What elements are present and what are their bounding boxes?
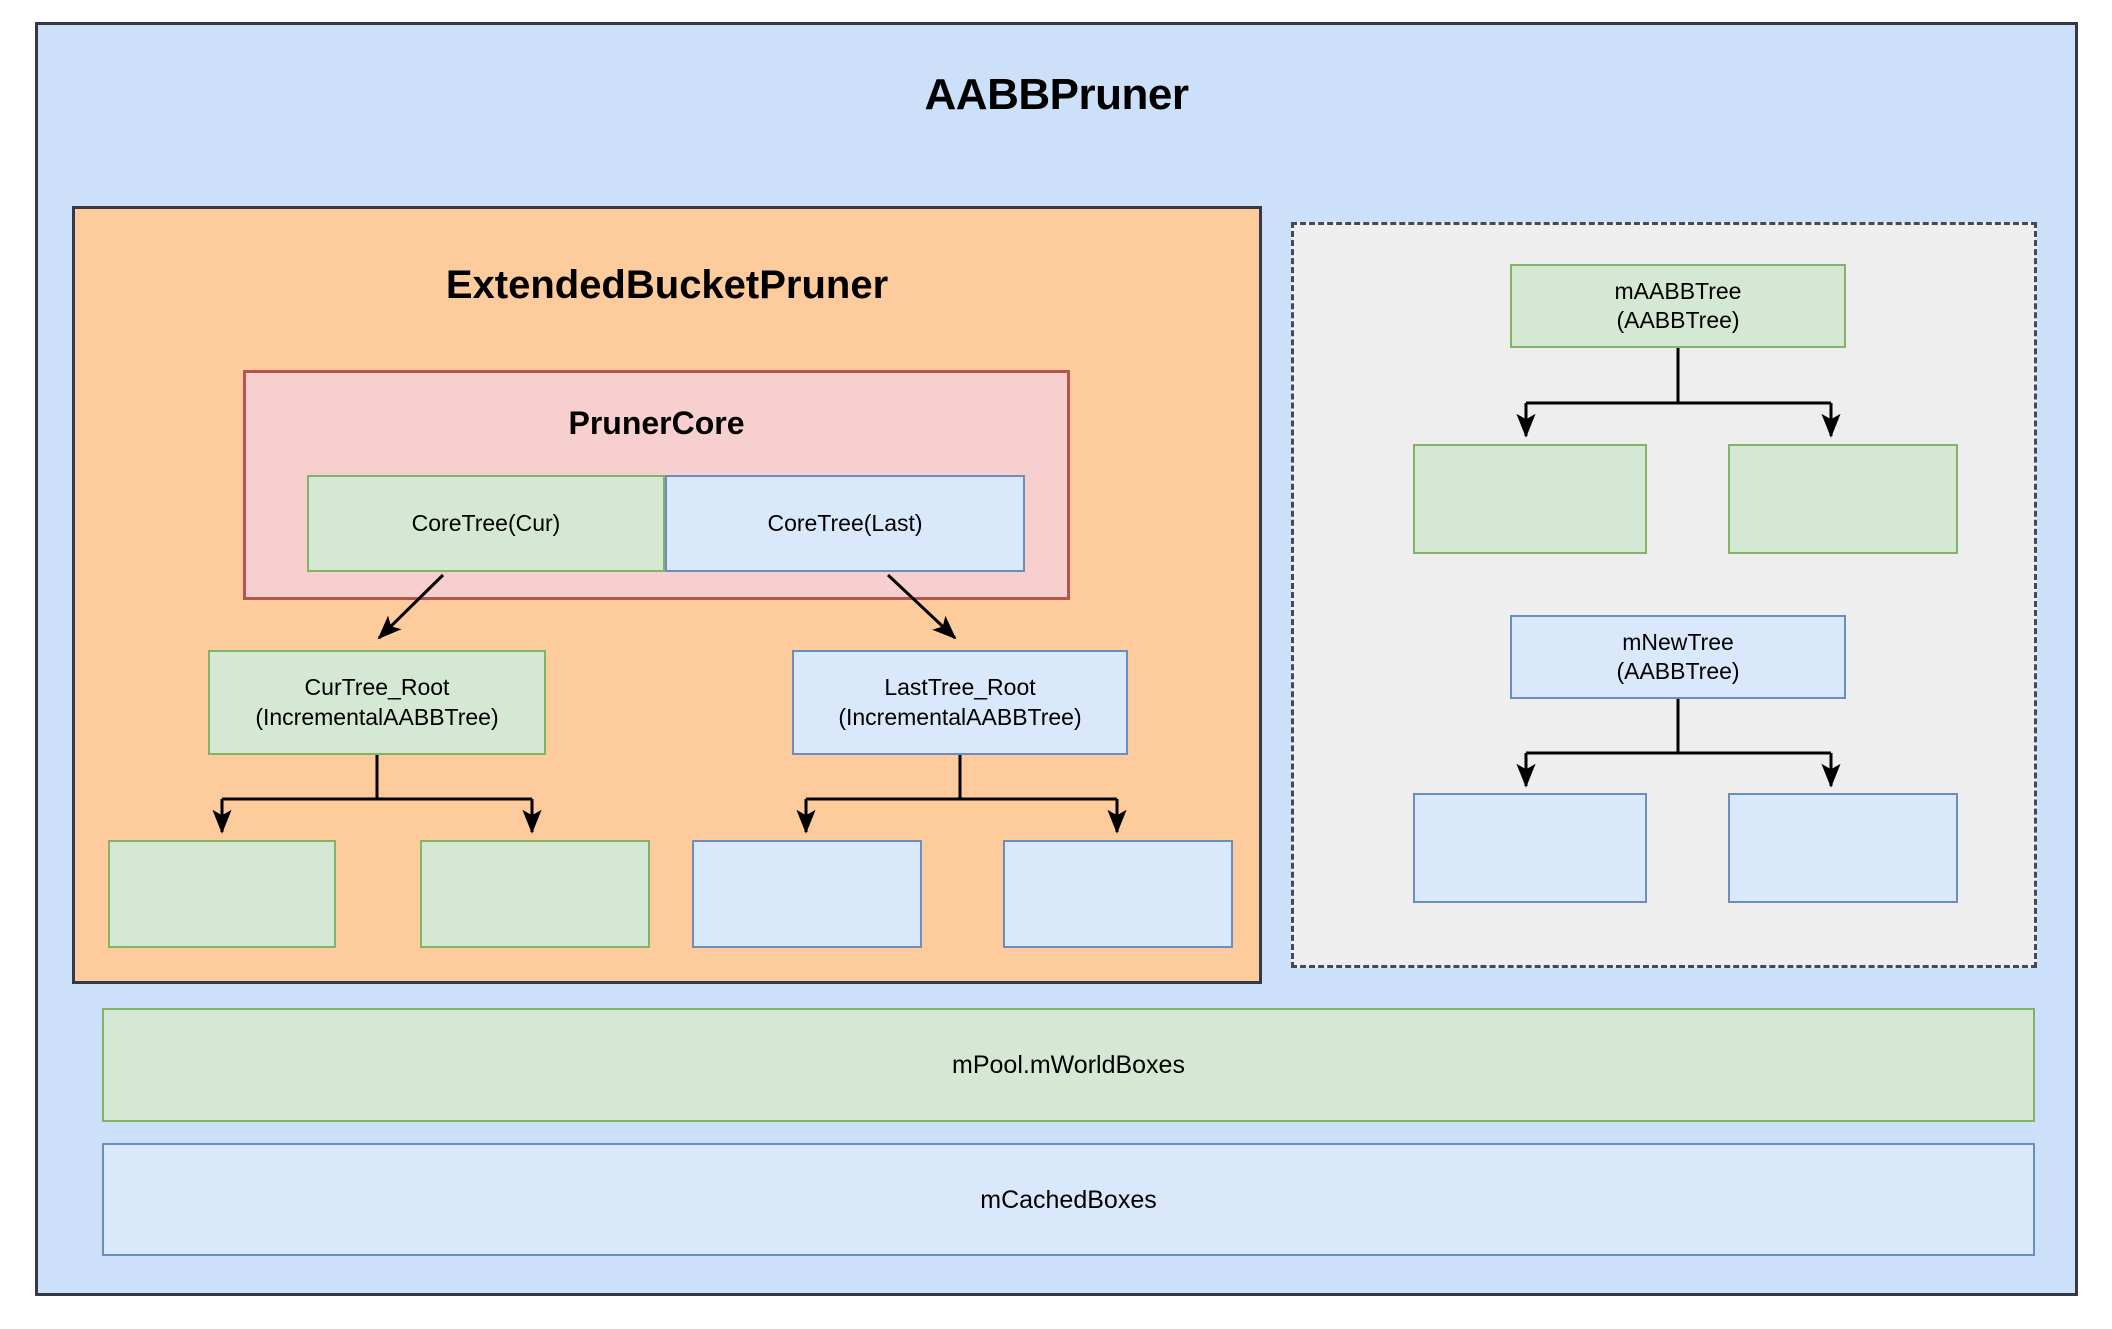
mcachedboxes-bar[interactable]: mCachedBoxes	[102, 1143, 2035, 1256]
maabbtree-type: (AABBTree)	[1616, 307, 1740, 333]
extendedbucketpruner-title: ExtendedBucketPruner	[445, 263, 889, 307]
mnewtree-node[interactable]: mNewTree (AABBTree)	[1510, 615, 1846, 699]
maabbtree-label: mAABBTree (AABBTree)	[1615, 277, 1742, 336]
mnewtree-label: mNewTree (AABBTree)	[1616, 628, 1739, 687]
mnewtree-leaf-left[interactable]	[1413, 793, 1647, 903]
lasttree-leaf-left[interactable]	[692, 840, 922, 948]
curtree-leaf-left[interactable]	[108, 840, 336, 948]
curtree-root-type: (IncrementalAABBTree)	[255, 703, 499, 730]
maabbtree-name: mAABBTree	[1614, 277, 1742, 304]
curtree-leaf-right[interactable]	[420, 840, 650, 948]
prunercore-title: PrunerCore	[568, 405, 745, 441]
mpool-worldboxes-bar[interactable]: mPool.mWorldBoxes	[102, 1008, 2035, 1122]
mnewtree-type: (AABBTree)	[1616, 658, 1740, 684]
mnewtree-name: mNewTree	[1622, 628, 1734, 655]
coretree-cur-label: CoreTree(Cur)	[411, 509, 561, 536]
mnewtree-leaf-right[interactable]	[1728, 793, 1958, 903]
curtree-root-name: CurTree_Root	[304, 674, 450, 701]
mcachedboxes-label: mCachedBoxes	[980, 1185, 1157, 1214]
mpool-worldboxes-label: mPool.mWorldBoxes	[952, 1051, 1185, 1079]
lasttree-root-name: LastTree_Root	[884, 674, 1036, 701]
curtree-root-node[interactable]: CurTree_Root (IncrementalAABBTree)	[208, 650, 546, 755]
lasttree-root-type: (IncrementalAABBTree)	[838, 703, 1082, 730]
maabbtree-leaf-right[interactable]	[1728, 444, 1958, 554]
coretree-last-label: CoreTree(Last)	[767, 509, 923, 536]
curtree-root-label: CurTree_Root (IncrementalAABBTree)	[255, 673, 498, 732]
coretree-cur-node[interactable]: CoreTree(Cur)	[307, 475, 665, 572]
lasttree-leaf-right[interactable]	[1003, 840, 1233, 948]
lasttree-root-node[interactable]: LastTree_Root (IncrementalAABBTree)	[792, 650, 1128, 755]
lasttree-root-label: LastTree_Root (IncrementalAABBTree)	[838, 673, 1081, 732]
page-title: AABBPruner	[924, 70, 1189, 119]
maabbtree-leaf-left[interactable]	[1413, 444, 1647, 554]
maabbtree-node[interactable]: mAABBTree (AABBTree)	[1510, 264, 1846, 348]
coretree-last-node[interactable]: CoreTree(Last)	[665, 475, 1025, 572]
